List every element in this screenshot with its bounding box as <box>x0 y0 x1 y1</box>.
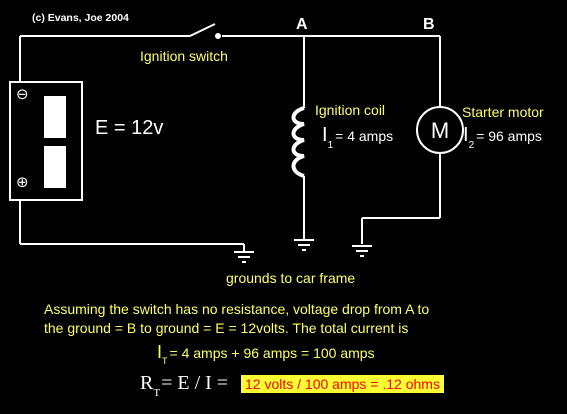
battery-outline <box>9 81 83 201</box>
node-label-a: A <box>296 16 308 33</box>
ignition-switch-label: Ignition switch <box>140 48 228 64</box>
copyright-text: (c) Evans, Joe 2004 <box>32 12 129 24</box>
coil-current-subscript: 1 <box>327 140 334 151</box>
total-current-subscript: T <box>162 356 168 366</box>
ground-symbol-right <box>352 245 372 257</box>
motor-current-label: I2= 96 amps <box>463 124 542 151</box>
total-current-value: = 4 amps + 96 amps = 100 amps <box>169 345 375 361</box>
resistance-formula: = E / I = <box>161 372 229 394</box>
explanation-line-2: the ground = B to ground = E = 12volts. … <box>44 320 409 336</box>
ground-symbol-middle <box>294 239 314 251</box>
motor-letter: M <box>431 118 449 143</box>
starter-motor-symbol <box>416 106 464 154</box>
battery-emf-label: E = 12v <box>95 117 164 139</box>
resistance-symbol: R <box>140 372 154 394</box>
switch-contact <box>215 33 221 39</box>
battery-positive-sign: ⊕ <box>16 173 29 191</box>
ignition-coil-label: Ignition coil <box>315 102 386 118</box>
battery-cell-top <box>44 96 66 138</box>
battery-cell-bottom <box>44 146 66 188</box>
resistance-equation: RT= E / I = <box>140 372 229 399</box>
coil-current-label: I1= 4 amps <box>322 124 394 151</box>
grounds-label: grounds to car frame <box>226 270 356 286</box>
ignition-switch-blade <box>189 23 216 37</box>
motor-current-symbol: I <box>463 124 469 146</box>
total-current-equation: IT= 4 amps + 96 amps = 100 amps <box>157 342 375 366</box>
total-current-symbol: I <box>157 342 163 362</box>
ground-symbol-left <box>234 244 254 263</box>
motor-current-subscript: 2 <box>468 140 475 151</box>
explanation-line-1: Assuming the switch has no resistance, v… <box>44 301 430 317</box>
ignition-coil-winding <box>291 106 305 178</box>
node-label-b: B <box>423 16 435 33</box>
resistance-answer-box: 12 volts / 100 amps = .12 ohms <box>241 375 444 393</box>
coil-current-symbol: I <box>322 124 328 146</box>
coil-current-value: = 4 amps <box>335 128 394 144</box>
starter-motor-label: Starter motor <box>462 104 544 120</box>
motor-current-value: = 96 amps <box>476 128 542 144</box>
battery-negative-sign: ⊖ <box>16 85 29 103</box>
resistance-subscript: T <box>153 387 161 399</box>
